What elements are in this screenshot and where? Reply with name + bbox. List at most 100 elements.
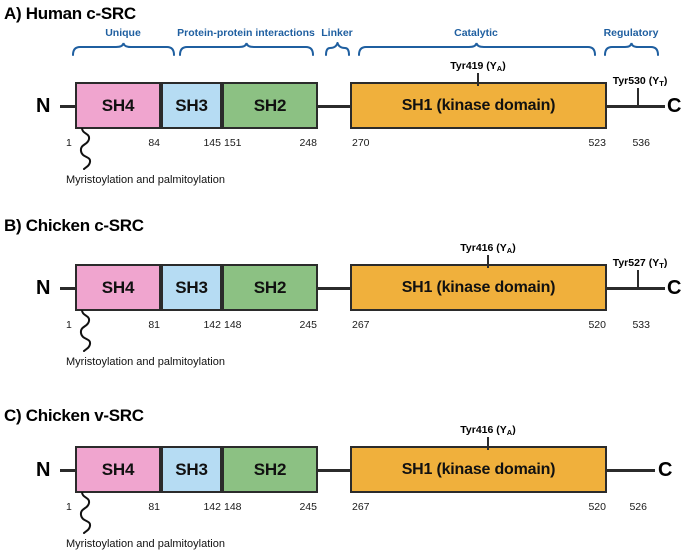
domain-sh2-label-a: SH2	[253, 95, 287, 115]
lipid-squiggle-c	[78, 491, 100, 541]
bracket-catalytic	[358, 42, 596, 61]
position-tail-b: 533	[632, 319, 650, 331]
tyr-activation-tick-c	[487, 437, 490, 450]
domain-sh3-c[interactable]: SH3	[161, 446, 222, 493]
position-sh2-end-a: 248	[299, 137, 317, 149]
backbone-n-a	[60, 105, 78, 108]
position-sh2-start-a: 151	[224, 137, 242, 149]
domain-sh1-label-b: SH1 (kinase domain)	[401, 278, 556, 296]
tyr-activation-name-a: Tyr419	[450, 60, 484, 72]
lipid-note-a: Myristoylation and palmitoylation	[66, 174, 225, 186]
panel-c-title: C) Chicken v-SRC	[4, 406, 144, 425]
panel-chicken-c-src: B) Chicken c-SRC N C SH4 SH3 SH2 SH1 (ki…	[0, 200, 685, 390]
domain-sh4-label-c: SH4	[101, 459, 135, 479]
domain-sh4-label-b: SH4	[101, 277, 135, 297]
domain-sh4-c[interactable]: SH4	[75, 446, 161, 493]
region-label-catalytic: Catalytic	[454, 27, 498, 39]
tyr-regulatory-label-a: Tyr530 (YT)	[612, 75, 668, 88]
position-sh4-end-b: 81	[148, 319, 160, 331]
position-sh4-end-a: 84	[148, 137, 160, 149]
lipid-note-c: Myristoylation and palmitoylation	[66, 538, 225, 550]
position-sh3-end-b: 142	[203, 319, 221, 331]
position-sh1-start-b: 267	[352, 319, 370, 331]
c-terminus-b: C	[667, 277, 682, 299]
backbone-n-b	[60, 287, 78, 290]
tyr-activation-site-b: Y	[499, 242, 507, 254]
domain-sh2-b[interactable]: SH2	[222, 264, 318, 311]
region-label-protein-protein-interactions: Protein-protein interactions	[177, 27, 315, 39]
position-tail-a: 536	[632, 137, 650, 149]
c-terminus-c: C	[658, 459, 673, 481]
domain-sh2-c[interactable]: SH2	[222, 446, 318, 493]
panel-a-title: A) Human c-SRC	[4, 4, 136, 23]
tyr-activation-subscript-a: A	[496, 64, 503, 73]
tyr-regulatory-tick-b	[637, 270, 640, 288]
tyr-regulatory-name-b: Tyr527	[612, 257, 646, 269]
lipid-squiggle-a	[78, 127, 100, 177]
domain-sh2-a[interactable]: SH2	[222, 82, 318, 129]
backbone-linker-c	[318, 469, 350, 472]
domain-sh4-b[interactable]: SH4	[75, 264, 161, 311]
tyr-regulatory-site-b: Y	[652, 257, 660, 269]
c-terminus-a: C	[667, 95, 682, 117]
n-terminus-c: N	[36, 459, 51, 481]
position-sh4-start-c: 1	[66, 501, 72, 513]
bracket-linker	[325, 39, 350, 61]
position-tail-c: 526	[629, 501, 647, 513]
domain-sh1-label-c: SH1 (kinase domain)	[401, 460, 556, 478]
tyr-activation-label-a: Tyr419 (YA)	[450, 60, 506, 73]
domain-sh2-label-c: SH2	[253, 459, 287, 479]
panel-chicken-v-src: C) Chicken v-SRC N C SH4 SH3 SH2 SH1 (ki…	[0, 390, 685, 556]
position-sh1-end-b: 520	[588, 319, 606, 331]
bracket-unique	[72, 42, 175, 61]
tyr-activation-name-b: Tyr416	[460, 242, 494, 254]
region-label-regulatory: Regulatory	[603, 27, 659, 39]
domain-sh2-label-b: SH2	[253, 277, 287, 297]
tyr-regulatory-label-b: Tyr527 (YT)	[612, 257, 668, 270]
position-sh2-start-c: 148	[224, 501, 242, 513]
domain-sh1-a[interactable]: SH1 (kinase domain)	[350, 82, 607, 129]
domain-sh1-b[interactable]: SH1 (kinase domain)	[350, 264, 607, 311]
tyr-regulatory-name-a: Tyr530	[612, 75, 646, 87]
tyr-regulatory-tick-a	[637, 88, 640, 106]
domain-sh1-label-a: SH1 (kinase domain)	[401, 96, 556, 114]
tyr-regulatory-subscript-a: T	[659, 79, 664, 88]
backbone-n-c	[60, 469, 78, 472]
position-sh4-end-c: 81	[148, 501, 160, 513]
lipid-squiggle-b	[78, 309, 100, 359]
backbone-linker-a	[318, 105, 350, 108]
tyr-activation-label-b: Tyr416 (YA)	[460, 242, 516, 255]
tyr-activation-label-c: Tyr416 (YA)	[460, 424, 516, 437]
position-sh2-end-c: 245	[299, 501, 317, 513]
backbone-tail-a	[607, 105, 665, 108]
domain-sh4-label-a: SH4	[101, 95, 135, 115]
domain-sh3-a[interactable]: SH3	[161, 82, 222, 129]
tyr-activation-name-c: Tyr416	[460, 424, 494, 436]
panel-human-c-src: A) Human c-SRC Unique Protein-protein in…	[0, 0, 685, 200]
position-sh3-end-c: 142	[203, 501, 221, 513]
region-label-linker: Linker	[321, 27, 353, 39]
position-sh1-start-a: 270	[352, 137, 370, 149]
domain-sh4-a[interactable]: SH4	[75, 82, 161, 129]
tyr-activation-tick-a	[477, 73, 480, 86]
lipid-note-b: Myristoylation and palmitoylation	[66, 356, 225, 368]
backbone-tail-b	[607, 287, 665, 290]
position-sh2-end-b: 245	[299, 319, 317, 331]
tyr-activation-subscript-c: A	[506, 428, 513, 437]
position-sh4-start-a: 1	[66, 137, 72, 149]
domain-sh3-label-c: SH3	[175, 459, 208, 479]
domain-sh1-c[interactable]: SH1 (kinase domain)	[350, 446, 607, 493]
domain-sh3-b[interactable]: SH3	[161, 264, 222, 311]
n-terminus-a: N	[36, 95, 51, 117]
position-sh4-start-b: 1	[66, 319, 72, 331]
panel-b-title: B) Chicken c-SRC	[4, 216, 144, 235]
tyr-regulatory-subscript-b: T	[659, 261, 664, 270]
tyr-activation-site-a: Y	[489, 60, 497, 72]
position-sh3-end-a: 145	[203, 137, 221, 149]
domain-sh3-label-a: SH3	[175, 95, 208, 115]
position-sh1-end-c: 520	[588, 501, 606, 513]
bracket-regulatory	[604, 42, 659, 61]
position-sh1-end-a: 523	[588, 137, 606, 149]
tyr-activation-site-c: Y	[499, 424, 507, 436]
position-sh2-start-b: 148	[224, 319, 242, 331]
